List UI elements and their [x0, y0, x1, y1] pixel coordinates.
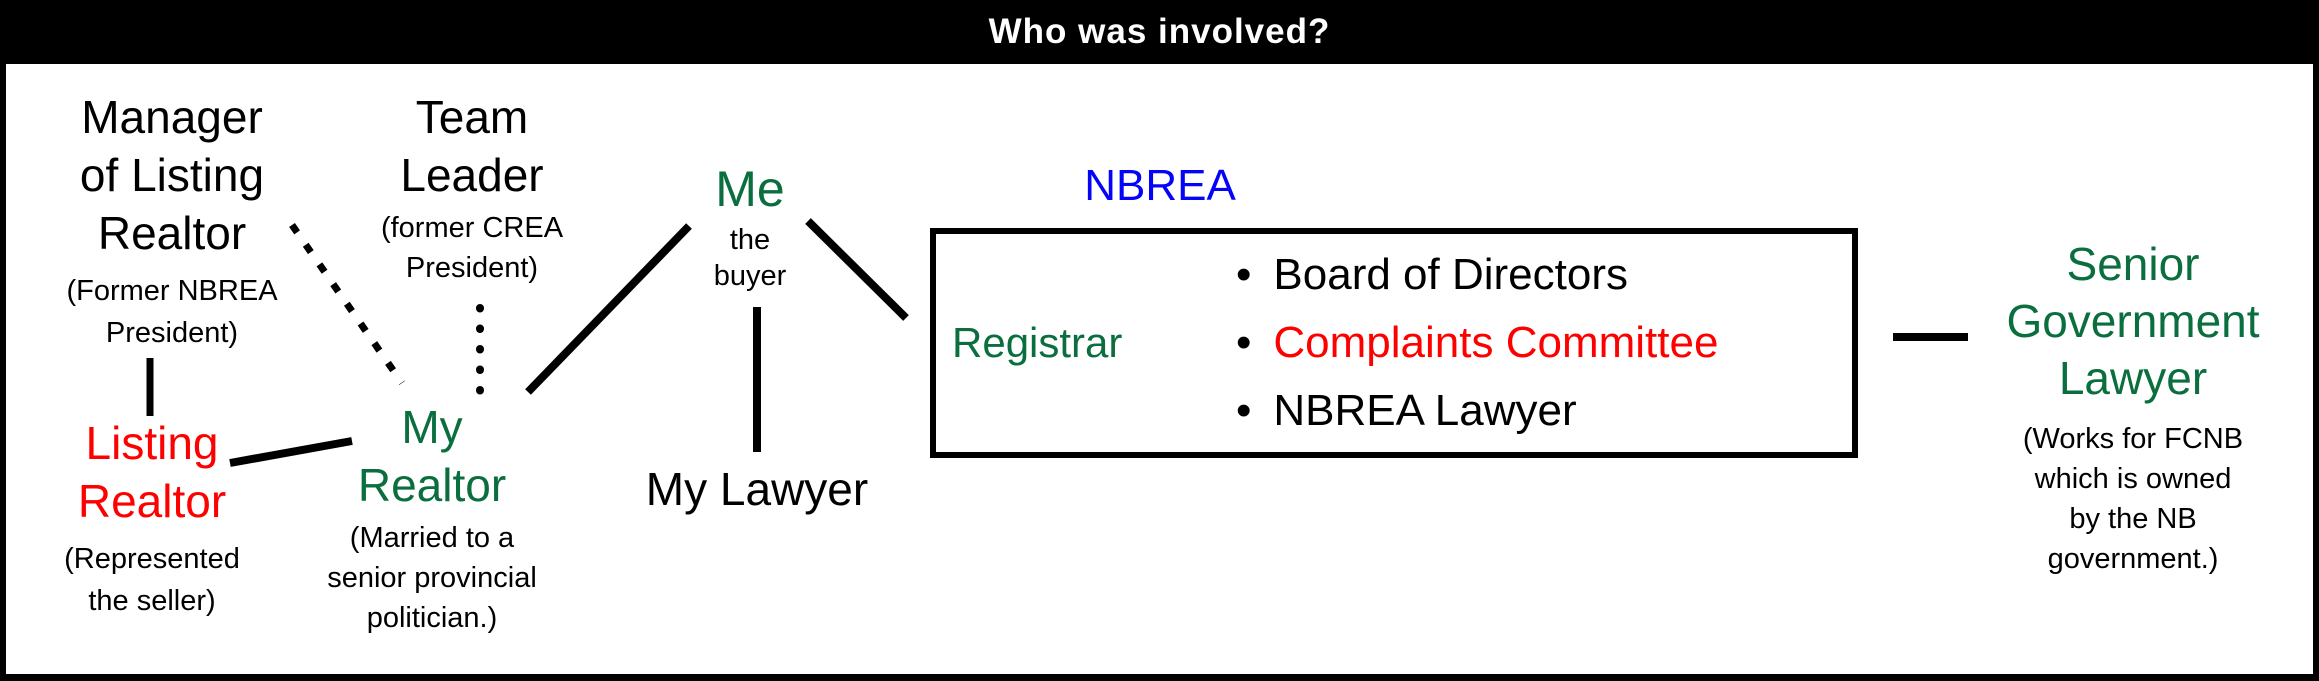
manager-name-line: Realtor: [97, 207, 247, 259]
sgl-note: (Works for FCNB which is owned by the NB…: [2022, 423, 2244, 575]
listing-realtor-note: (Represented the seller): [64, 543, 240, 617]
nbrea-item-label: Complaints Committee: [1273, 318, 1719, 367]
nbrea-item-complaints-committee: • Complaints Committee: [1236, 314, 1718, 372]
node-my-realtor: My Realtor (Married to a senior provinci…: [327, 398, 537, 638]
bullet-icon: •: [1236, 318, 1252, 367]
nbrea-item-label: Board of Directors: [1273, 250, 1628, 299]
nbrea-item-nbrea-lawyer: • NBREA Lawyer: [1236, 382, 1718, 440]
team-leader-name-line: Team: [415, 91, 529, 143]
manager-name-line: Manager: [81, 91, 263, 143]
team-leader-note: (former CREA President): [380, 212, 564, 284]
nbrea-item-board-of-directors: • Board of Directors: [1236, 246, 1718, 304]
bullet-icon: •: [1236, 386, 1252, 435]
node-listing-realtor: Listing Realtor (Represented the seller): [64, 414, 240, 622]
node-team-leader: Team Leader (former CREA President): [381, 88, 563, 288]
page-title: Who was involved?: [988, 12, 1331, 51]
node-senior-government-lawyer: Senior Government Lawyer (Works for FCNB…: [2006, 236, 2259, 579]
listing-realtor-name-line: Realtor: [77, 475, 227, 527]
node-manager-of-listing-realtor: Manager of Listing Realtor (Former NBREA…: [66, 88, 277, 354]
my-lawyer-name: My Lawyer: [645, 463, 869, 515]
me-name: Me: [715, 161, 785, 217]
nbrea-label: NBREA: [1084, 161, 1236, 210]
manager-note: (Former NBREA President): [66, 275, 278, 349]
sgl-name-line: Government: [2006, 295, 2260, 347]
my-realtor-name-line: Realtor: [357, 459, 507, 511]
listing-realtor-name-line: Listing: [85, 417, 219, 469]
sgl-name-line: Senior: [2066, 238, 2200, 290]
node-my-lawyer: My Lawyer: [646, 460, 868, 518]
sgl-name-line: Lawyer: [2058, 352, 2208, 404]
registrar-label: Registrar: [952, 319, 1123, 366]
my-realtor-note: (Married to a senior provincial politici…: [327, 522, 537, 634]
nbrea-box: Registrar • Board of Directors • Complai…: [930, 228, 1858, 458]
bullet-icon: •: [1236, 250, 1252, 299]
nbrea-item-label: NBREA Lawyer: [1273, 386, 1577, 435]
nbrea-list: • Board of Directors • Complaints Commit…: [1236, 234, 1718, 452]
my-realtor-name-line: My: [401, 401, 463, 453]
me-note: the buyer: [713, 224, 787, 292]
title-bar: Who was involved?: [0, 0, 2319, 64]
team-leader-name-line: Leader: [400, 149, 544, 201]
node-me: Me the buyer: [714, 162, 787, 294]
manager-name-line: of Listing: [79, 149, 265, 201]
